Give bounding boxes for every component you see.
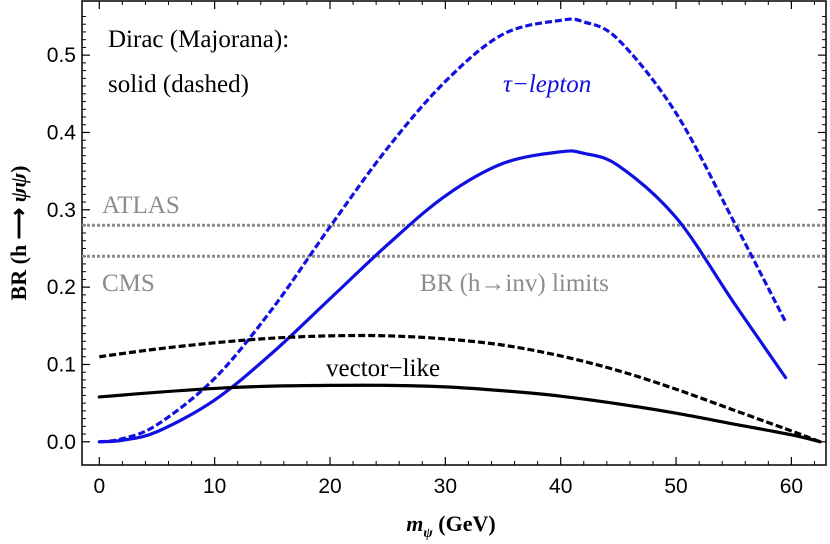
y-tick-label: 0.5 [47,44,76,67]
y-tick-label: 0.3 [47,199,76,222]
limit-lines [82,223,826,258]
series-tau-solid [97,149,788,444]
cms-label: CMS [102,270,155,297]
series-tau-dashed [99,17,788,444]
y-axis-title: BR (h ⟶ ψψ) [6,166,31,301]
x-tick-label: 50 [664,475,687,498]
y-tick-label: 0.2 [47,276,76,299]
x-axis-title: mψ (GeV) [406,511,495,541]
atlas-label: ATLAS [102,192,180,219]
y-tick-label: 0.1 [47,353,76,376]
series-vector-solid [97,383,822,444]
x-tick-label: 20 [318,475,341,498]
x-tick-label: 0 [93,475,105,498]
x-tick-label: 30 [434,475,457,498]
legend-note-line1: Dirac (Majorana): [108,26,289,53]
series-lines [97,17,822,444]
tau-lepton-label: τ−lepton [503,71,591,98]
x-tick-label: 10 [203,475,226,498]
y-tick-label: 0.4 [47,121,77,144]
x-tick-label: 40 [549,475,572,498]
x-tick-label: 60 [780,475,803,498]
axis-ticks: 0 10 20 30 40 50 60 0.0 0.1 0.2 0.3 0.4 0.5 [47,1,826,498]
y-tick-label: 0.0 [47,431,76,454]
series-vector-dashed [99,333,821,444]
legend-note-line2: solid (dashed) [108,71,249,98]
vector-like-label: vector−like [326,355,440,382]
inv-limits-label: BR (h→inv) limits [420,270,609,297]
